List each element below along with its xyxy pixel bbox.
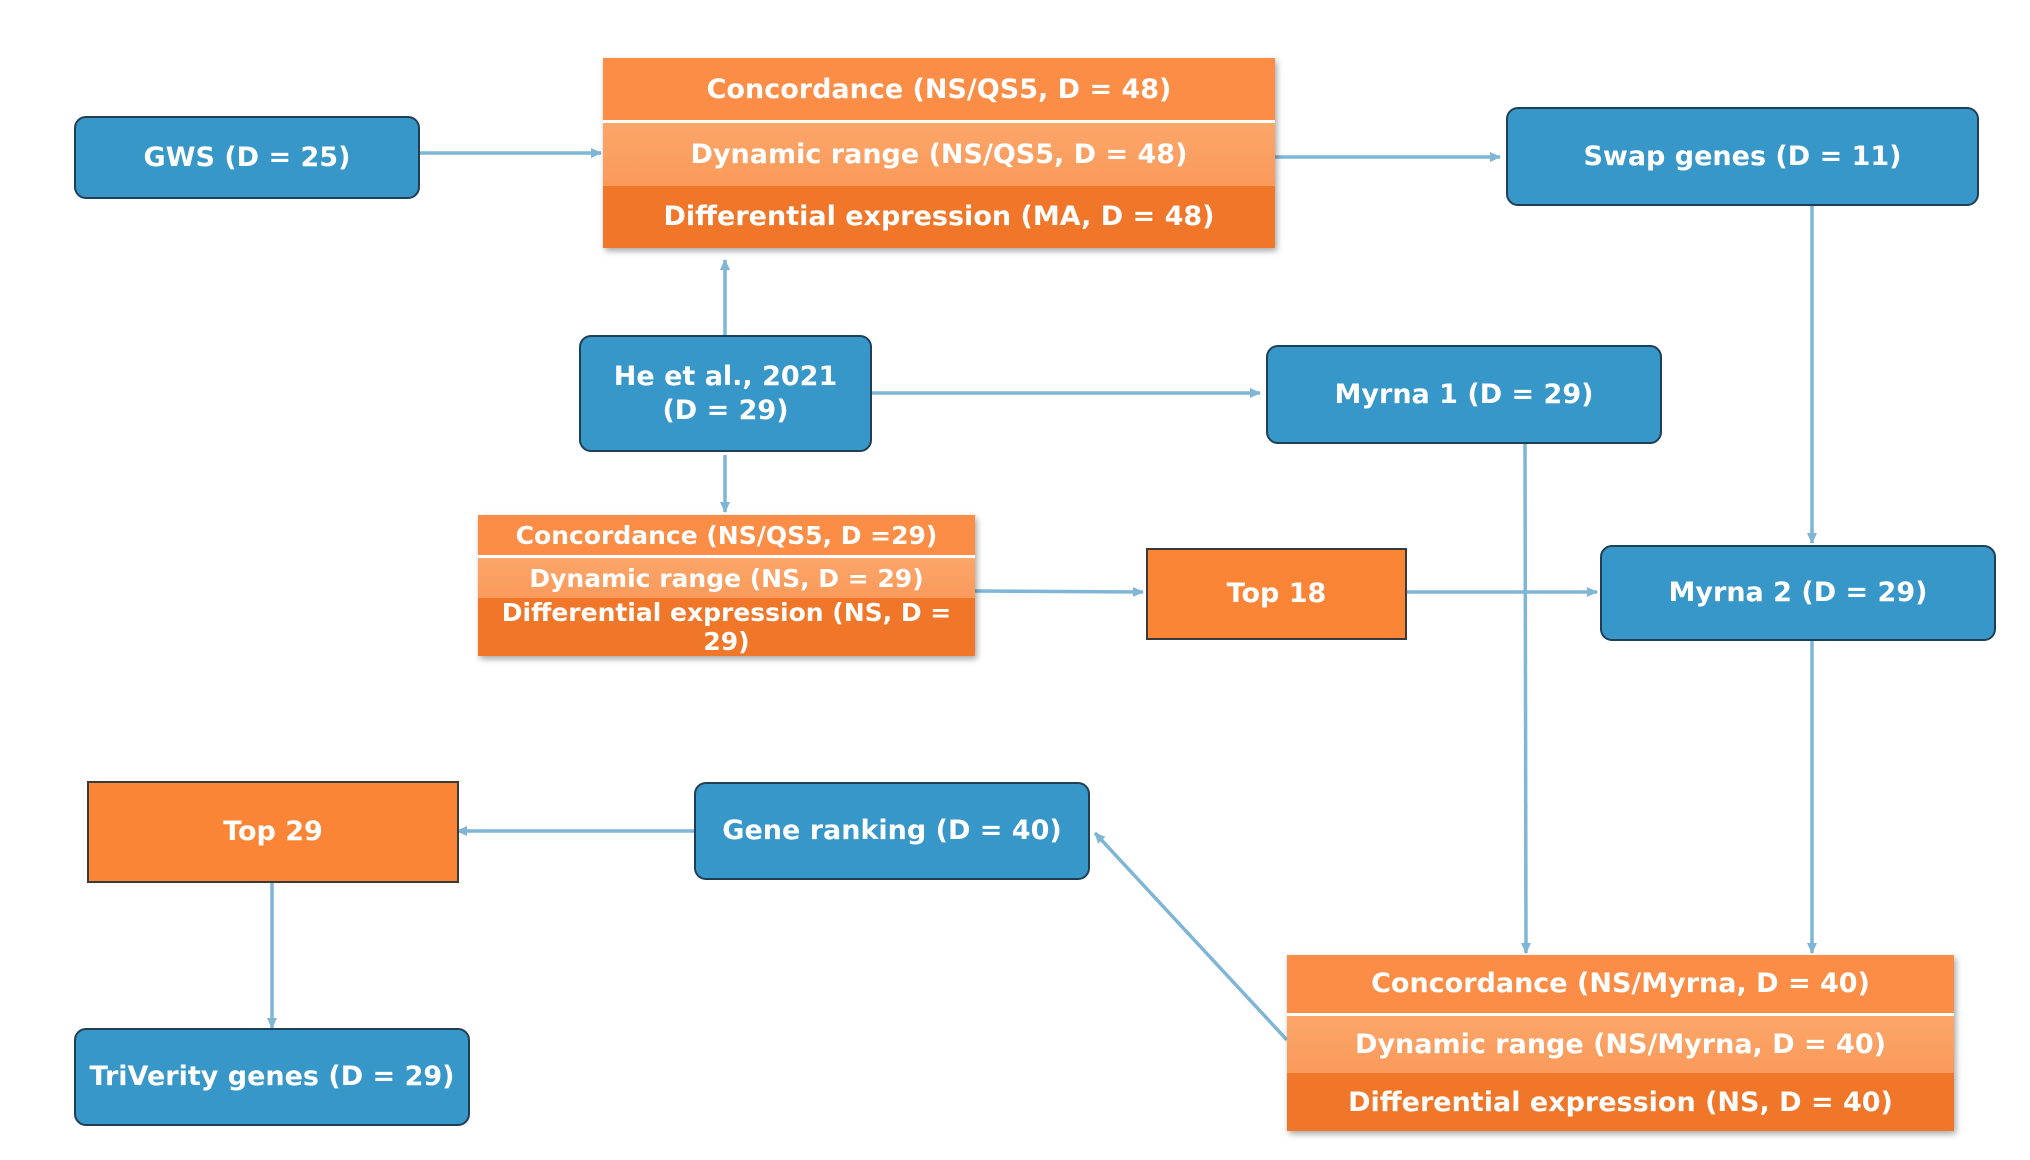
- edge-myrna1-to-bottom-stack: [1520, 443, 1531, 954]
- gene-ranking-node: Gene ranking (D = 40): [694, 782, 1090, 880]
- middle-differential-row: Differential expression (NS, D = 29): [478, 598, 975, 656]
- swap-genes-label: Swap genes (D = 11): [1583, 140, 1902, 172]
- top-dynamic-range-row: Dynamic range (NS/QS5, D = 48): [603, 123, 1275, 186]
- bottom-differential-label: Differential expression (NS, D = 40): [1348, 1086, 1893, 1118]
- middle-dynamic-range-label: Dynamic range (NS, D = 29): [529, 563, 924, 593]
- edge-bottom-stack-to-gene-ranking: [1093, 831, 1289, 1042]
- gene-ranking-label: Gene ranking (D = 40): [722, 815, 1062, 846]
- myrna2-label: Myrna 2 (D = 29): [1668, 577, 1928, 608]
- middle-concordance-row: Concordance (NS/QS5, D =29): [478, 515, 975, 558]
- top-dynamic-range-label: Dynamic range (NS/QS5, D = 48): [690, 138, 1188, 170]
- bottom-concordance-row: Concordance (NS/Myrna, D = 40): [1287, 955, 1954, 1016]
- top-criteria-stack: Concordance (NS/QS5, D = 48) Dynamic ran…: [603, 58, 1275, 248]
- he-et-al-node: He et al., 2021 (D = 29): [579, 335, 872, 452]
- middle-differential-label: Differential expression (NS, D = 29): [501, 598, 952, 656]
- middle-concordance-label: Concordance (NS/QS5, D =29): [515, 520, 938, 550]
- top-concordance-row: Concordance (NS/QS5, D = 48): [603, 58, 1275, 124]
- gws-node: GWS (D = 25): [74, 116, 420, 199]
- top-differential-label: Differential expression (MA, D = 48): [663, 201, 1215, 233]
- bottom-criteria-stack: Concordance (NS/Myrna, D = 40) Dynamic r…: [1287, 955, 1954, 1132]
- swap-genes-node: Swap genes (D = 11): [1506, 107, 1979, 206]
- bottom-dynamic-range-row: Dynamic range (NS/Myrna, D = 40): [1287, 1015, 1954, 1074]
- myrna1-node: Myrna 1 (D = 29): [1266, 345, 1662, 444]
- he-et-al-count: (D = 29): [662, 394, 789, 426]
- myrna1-label: Myrna 1 (D = 29): [1334, 378, 1594, 410]
- top29-node: Top 29: [87, 781, 459, 883]
- top29-label: Top 29: [223, 816, 323, 847]
- myrna2-node: Myrna 2 (D = 29): [1600, 545, 1996, 641]
- gws-label: GWS (D = 25): [143, 141, 351, 173]
- middle-criteria-stack: Concordance (NS/QS5, D =29) Dynamic rang…: [478, 515, 975, 656]
- edge-middle-stack-to-top18: [974, 586, 1144, 597]
- middle-dynamic-range-row: Dynamic range (NS, D = 29): [478, 558, 975, 598]
- triverity-genes-label: TriVerity genes (D = 29): [89, 1061, 455, 1092]
- bottom-concordance-label: Concordance (NS/Myrna, D = 40): [1371, 968, 1870, 1000]
- bottom-differential-row: Differential expression (NS, D = 40): [1287, 1073, 1954, 1132]
- triverity-genes-node: TriVerity genes (D = 29): [74, 1028, 470, 1126]
- bottom-dynamic-range-label: Dynamic range (NS/Myrna, D = 40): [1355, 1029, 1886, 1060]
- top18-node: Top 18: [1146, 548, 1407, 640]
- top18-label: Top 18: [1226, 578, 1327, 609]
- top-differential-row: Differential expression (MA, D = 48): [603, 185, 1275, 248]
- top-concordance-label: Concordance (NS/QS5, D = 48): [706, 73, 1172, 105]
- he-et-al-title: He et al., 2021: [613, 360, 838, 392]
